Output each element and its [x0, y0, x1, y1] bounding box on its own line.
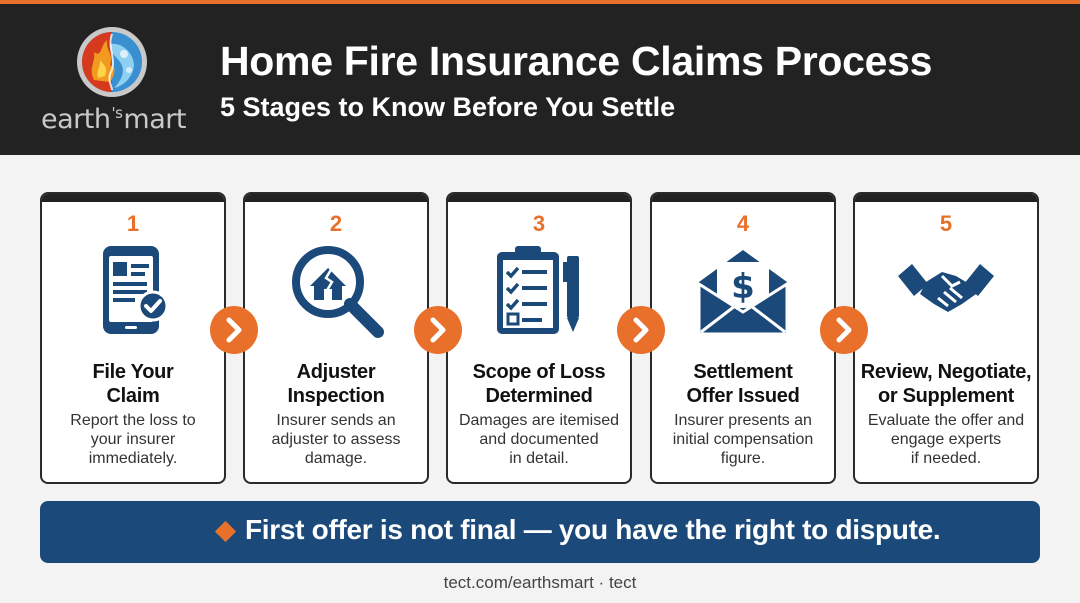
chevron-right-icon — [820, 306, 868, 354]
handshake-icon — [898, 264, 994, 312]
card-top-bar — [42, 194, 224, 202]
callout-text: First offer is not final — you have the … — [245, 514, 941, 545]
chevron-right-icon — [210, 306, 258, 354]
card-top-bar — [652, 194, 834, 202]
page-subtitle: 5 Stages to Know Before You Settle — [220, 92, 676, 122]
top-accent-line — [0, 0, 1080, 4]
stage-card-5: 5 Review, Negotiate,or Supplement Evalua… — [853, 192, 1039, 484]
stage-number: 2 — [329, 211, 343, 236]
stage-number: 3 — [532, 211, 546, 236]
svg-text:$: $ — [731, 267, 755, 307]
card-top-bar — [245, 194, 427, 202]
fire-water-globe-icon — [77, 27, 147, 97]
house-magnifier-icon — [292, 246, 384, 338]
envelope-dollar-icon: $ — [697, 250, 789, 336]
stage-number: 4 — [736, 211, 750, 236]
chevron-right-icon — [617, 306, 665, 354]
stage-number: 5 — [939, 211, 953, 236]
header-bar — [0, 4, 1080, 155]
stage-title: Review, Negotiate,or Supplement — [860, 361, 1032, 407]
clipboard-checklist-icon — [497, 246, 579, 334]
card-top-bar — [855, 194, 1037, 202]
footer-credit: tect.com/earthsmart · tect — [443, 573, 637, 592]
callout-banner — [40, 501, 1040, 563]
stage-number: 1 — [126, 211, 140, 236]
page-title: Home Fire Insurance Claims Process — [220, 38, 933, 84]
earthsmart-logo: earth'smart — [38, 20, 188, 140]
mobile-phone-check-icon — [103, 246, 169, 334]
chevron-right-icon — [414, 306, 462, 354]
logo-wordmark: earth'smart — [41, 104, 186, 135]
card-top-bar — [448, 194, 630, 202]
